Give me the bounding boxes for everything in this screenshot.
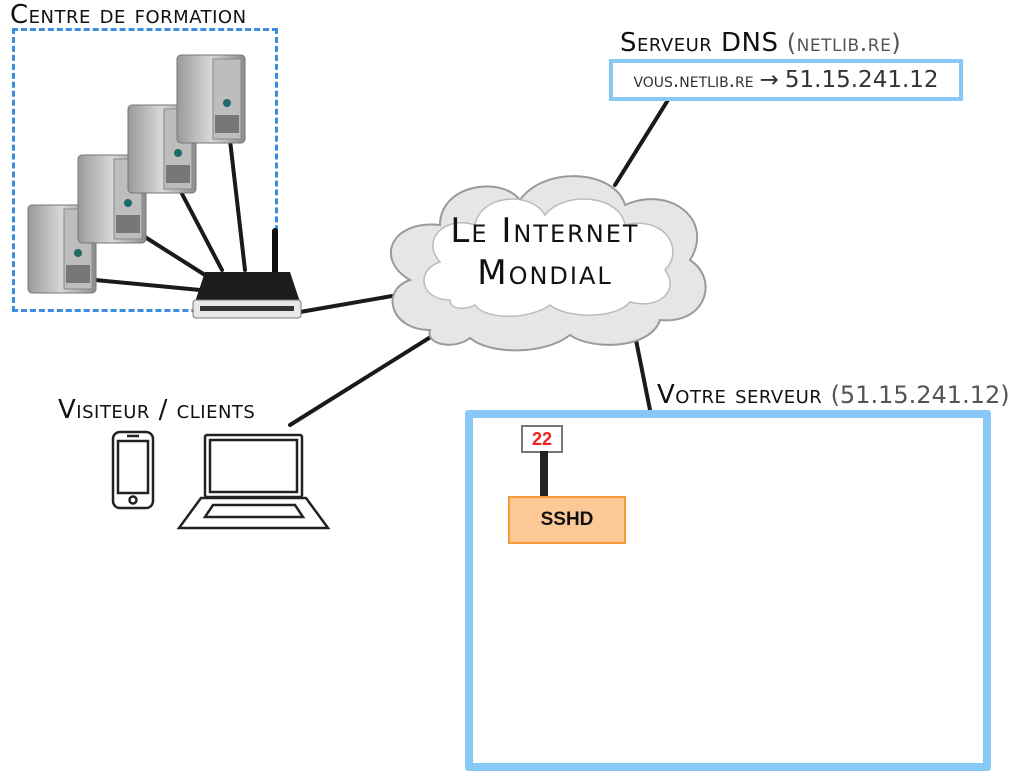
dns-domain: (netlib.re) — [786, 29, 902, 57]
link-server1-router — [93, 278, 202, 292]
internet-label: Le Internet Mondial — [420, 210, 670, 294]
laptop-icon — [176, 433, 331, 530]
port-badge: 22 — [521, 425, 563, 453]
arrow-icon: → — [759, 67, 779, 93]
smartphone-icon — [111, 430, 155, 510]
your-server-box — [465, 410, 991, 771]
dns-record-ip: 51.15.241.12 — [784, 67, 939, 93]
link-visitors-internet — [288, 326, 447, 427]
sshd-service: SSHD — [508, 496, 626, 544]
link-server3-router — [178, 188, 224, 272]
your-server-ip: (51.15.241.12) — [830, 381, 1010, 409]
internet-label-line1: Le Internet — [450, 211, 640, 251]
dns-server-label: Serveur DNS (netlib.re) — [620, 28, 901, 58]
router-icon — [192, 228, 302, 319]
link-router-internet — [298, 294, 394, 314]
dns-record-box: vous.netlib.re → 51.15.241.12 — [609, 59, 963, 101]
link-server2-router — [143, 235, 207, 277]
visitors-label: Visiteur / clients — [58, 395, 256, 425]
your-server-title: Votre serveur — [657, 380, 823, 410]
training-center-label: Centre de formation — [10, 0, 247, 30]
link-internet-dns — [613, 98, 670, 187]
port-connector — [540, 451, 548, 497]
link-server4-router — [228, 138, 247, 272]
your-server-label: Votre serveur (51.15.241.12) — [657, 380, 1010, 410]
cloud-icon — [390, 175, 707, 352]
dns-record-host: vous.netlib.re — [633, 68, 754, 92]
training-servers — [27, 54, 302, 319]
internet-label-line2: Mondial — [477, 253, 613, 293]
training-center-group — [12, 28, 278, 312]
client-devices — [111, 430, 331, 530]
server-tower-icon — [176, 54, 246, 144]
dns-server-title: Serveur DNS — [620, 28, 779, 58]
link-internet-yourserver — [633, 333, 652, 412]
